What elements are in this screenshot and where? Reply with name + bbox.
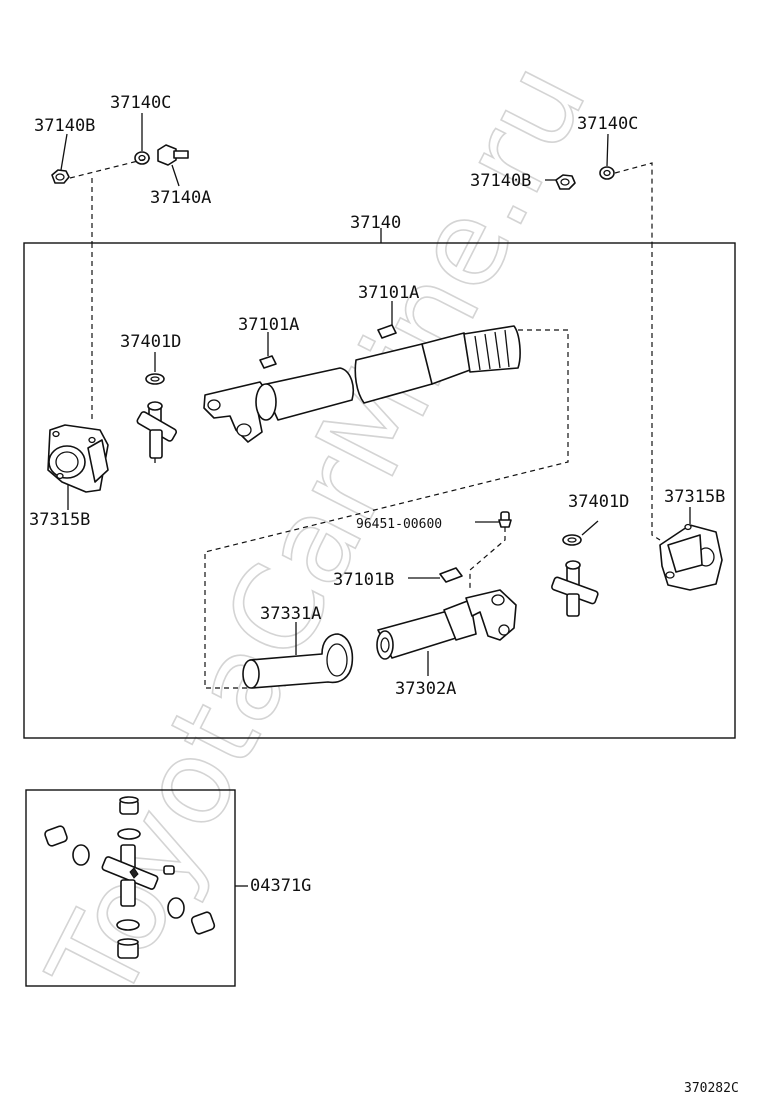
clip-icon[interactable] <box>259 355 277 369</box>
nut-icon[interactable] <box>51 169 70 184</box>
label-37401d-left: 37401D <box>120 332 181 352</box>
propeller-shaft-icon[interactable] <box>203 325 521 443</box>
label-04371g: 04371G <box>250 876 311 896</box>
slip-yoke-icon[interactable] <box>376 589 517 660</box>
label-37140a: 37140A <box>150 188 211 208</box>
washer-icon[interactable] <box>134 151 150 165</box>
label-37140b-right: 37140B <box>470 171 531 191</box>
bolt-icon[interactable] <box>157 144 189 166</box>
label-37315b-left: 37315B <box>29 510 90 530</box>
label-37101a-upper: 37101A <box>358 283 419 303</box>
grease-fitting-icon[interactable] <box>498 511 512 528</box>
nut-icon[interactable] <box>555 174 576 190</box>
label-37140c-right: 37140C <box>577 114 638 134</box>
snap-ring-icon[interactable] <box>562 534 582 546</box>
snap-ring-icon[interactable] <box>145 373 165 385</box>
label-37331a: 37331A <box>260 604 321 624</box>
spider-joint-icon[interactable] <box>551 560 599 617</box>
label-37302a: 37302A <box>395 679 456 699</box>
diagram-code: 370282C <box>684 1081 739 1096</box>
label-37315b-right: 37315B <box>664 487 725 507</box>
label-96451-00600: 96451-00600 <box>356 517 442 532</box>
spider-joint-icon[interactable] <box>136 401 178 463</box>
flange-yoke-icon[interactable] <box>47 424 109 493</box>
bearing-cup-icon[interactable] <box>44 796 216 959</box>
clip-icon[interactable] <box>377 324 397 339</box>
label-37401d-right: 37401D <box>568 492 629 512</box>
dust-boot-icon[interactable] <box>242 633 354 689</box>
clip-icon[interactable] <box>439 567 463 583</box>
label-37140b-left: 37140B <box>34 116 95 136</box>
assembly-frame <box>23 242 736 739</box>
washer-icon[interactable] <box>599 166 615 180</box>
label-37101b: 37101B <box>333 570 394 590</box>
label-37140: 37140 <box>350 213 401 233</box>
spider-joint-icon[interactable] <box>101 844 175 907</box>
kit-frame <box>25 789 236 987</box>
flange-yoke-icon[interactable] <box>659 523 723 591</box>
label-37101a-lower: 37101A <box>238 315 299 335</box>
label-37140c-left: 37140C <box>110 93 171 113</box>
